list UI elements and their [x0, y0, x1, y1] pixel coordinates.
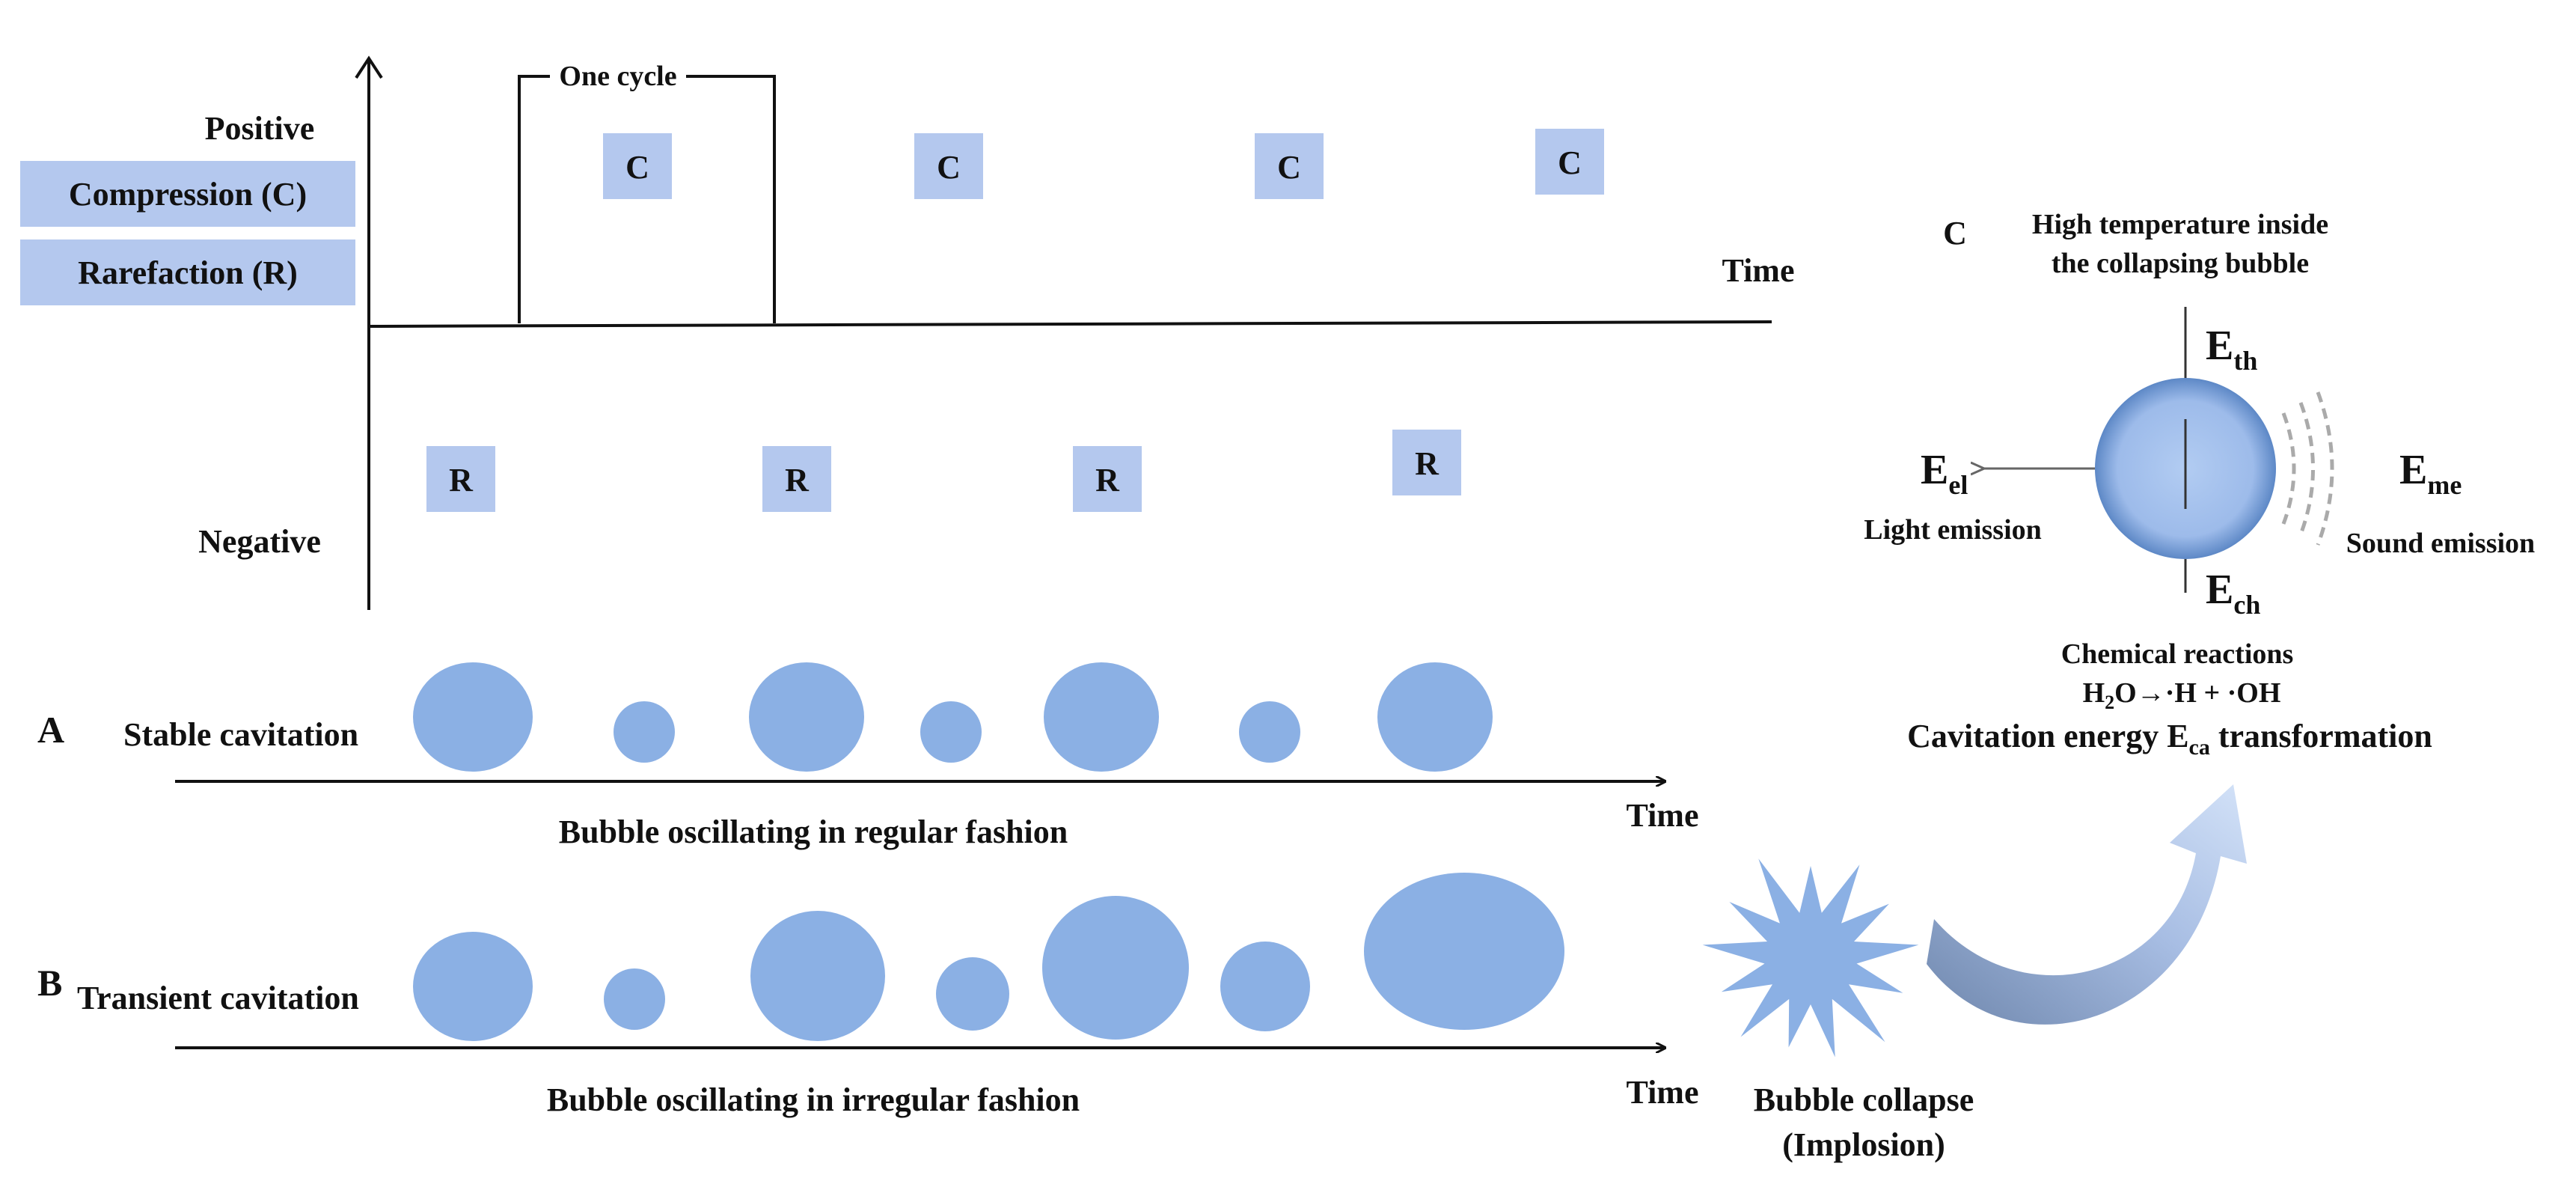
bubble [1239, 701, 1300, 763]
panel-c-energy-transformation: C High temperature inside the collapsing… [1864, 209, 2535, 760]
rarefaction-box-label: Rarefaction (R) [78, 254, 298, 291]
transformation-label: Cavitation energy Eca transformation [1907, 718, 2432, 760]
bubble [749, 662, 864, 772]
compression-marker-box [603, 133, 672, 199]
panel-a-title: Stable cavitation [123, 716, 358, 753]
sound-wave-arc [2298, 402, 2315, 535]
panel-b-caption: Bubble oscillating in irregular fashion [547, 1081, 1080, 1118]
panel-a-stable-cavitation: A Stable cavitation Time Bubble oscillat… [37, 662, 1698, 850]
light-emission-label: Light emission [1864, 514, 2042, 546]
wave-time-axis [368, 320, 1772, 328]
panel-c-heading-line1: High temperature inside [2032, 209, 2328, 240]
curved-transformation-arrow [1927, 784, 2247, 1025]
rarefaction-marker-label: R [1415, 445, 1440, 482]
panel-b-title: Transient cavitation [77, 980, 359, 1016]
panel-a-caption: Bubble oscillating in regular fashion [559, 814, 1068, 850]
bubble [1377, 662, 1493, 772]
bubble [1220, 942, 1310, 1031]
rarefaction-marker-label: R [449, 462, 474, 498]
rarefaction-marker-box [1073, 446, 1142, 512]
panel-c-heading-line2: the collapsing bubble [2052, 248, 2309, 279]
compression-marker-label: C [1558, 144, 1582, 181]
wave-y-axis-arrowhead [355, 55, 383, 79]
compression-marker-label: C [937, 149, 961, 186]
compression-marker-label: C [1277, 149, 1301, 186]
compression-marker-label: C [625, 149, 649, 186]
bubble [604, 968, 665, 1030]
wave-time-label: Time [1722, 252, 1795, 289]
compression-box [20, 161, 355, 227]
collapse-label-line1: Bubble collapse [1754, 1081, 1974, 1118]
rarefaction-marker-label: R [785, 462, 810, 498]
rarefaction-box [20, 239, 355, 305]
bubble [1364, 873, 1564, 1030]
bubble [750, 911, 885, 1041]
compression-marker-box [1535, 129, 1604, 195]
compression-box-label: Compression (C) [69, 176, 307, 213]
sound-emission-label: Sound emission [2346, 528, 2535, 559]
rarefaction-marker-label: R [1095, 462, 1120, 498]
panel-a-time-label: Time [1627, 797, 1699, 834]
bubble [413, 932, 533, 1041]
bubble [1042, 896, 1189, 1040]
bubble [920, 701, 982, 763]
panel-a-letter: A [37, 709, 64, 751]
energy-chemical: Ech [2206, 567, 2260, 620]
compression-marker-box [914, 133, 983, 199]
reaction-equation: H2O→·H + ·OH [2083, 677, 2281, 713]
collapse-starburst [1702, 858, 1919, 1058]
panel-b-time-label: Time [1627, 1074, 1699, 1111]
sound-wave-arc [2316, 391, 2334, 546]
chemical-reactions-label: Chemical reactions [2061, 638, 2294, 670]
energy-thermal: Eth [2206, 323, 2257, 376]
compression-marker-box [1255, 133, 1324, 199]
energy-light: Eel [1921, 447, 1968, 500]
bubble [413, 662, 533, 772]
panel-b-letter: B [37, 962, 62, 1004]
sound-wave-arc [2281, 412, 2296, 525]
one-cycle-bracket [518, 75, 776, 323]
collapse-label-line2: (Implosion) [1782, 1126, 1945, 1163]
bubble-collapse: Bubble collapse (Implosion) [1702, 784, 2247, 1163]
energy-mechanical: Eme [2399, 447, 2462, 500]
rarefaction-marker-box [426, 446, 495, 512]
rarefaction-marker-box [1392, 430, 1461, 495]
positive-label: Positive [205, 110, 315, 147]
negative-label: Negative [198, 523, 321, 560]
one-cycle-label: One cycle [559, 61, 676, 92]
rarefaction-marker-box [762, 446, 831, 512]
bubble [936, 957, 1009, 1031]
wave-panel: One cycle Positive Negative Time Compres… [20, 55, 1795, 610]
panel-c-letter: C [1943, 215, 1967, 251]
bubble [1044, 662, 1159, 772]
bubble [614, 701, 675, 763]
panel-b-transient-cavitation: B Transient cavitation Time Bubble oscil… [37, 873, 1698, 1118]
